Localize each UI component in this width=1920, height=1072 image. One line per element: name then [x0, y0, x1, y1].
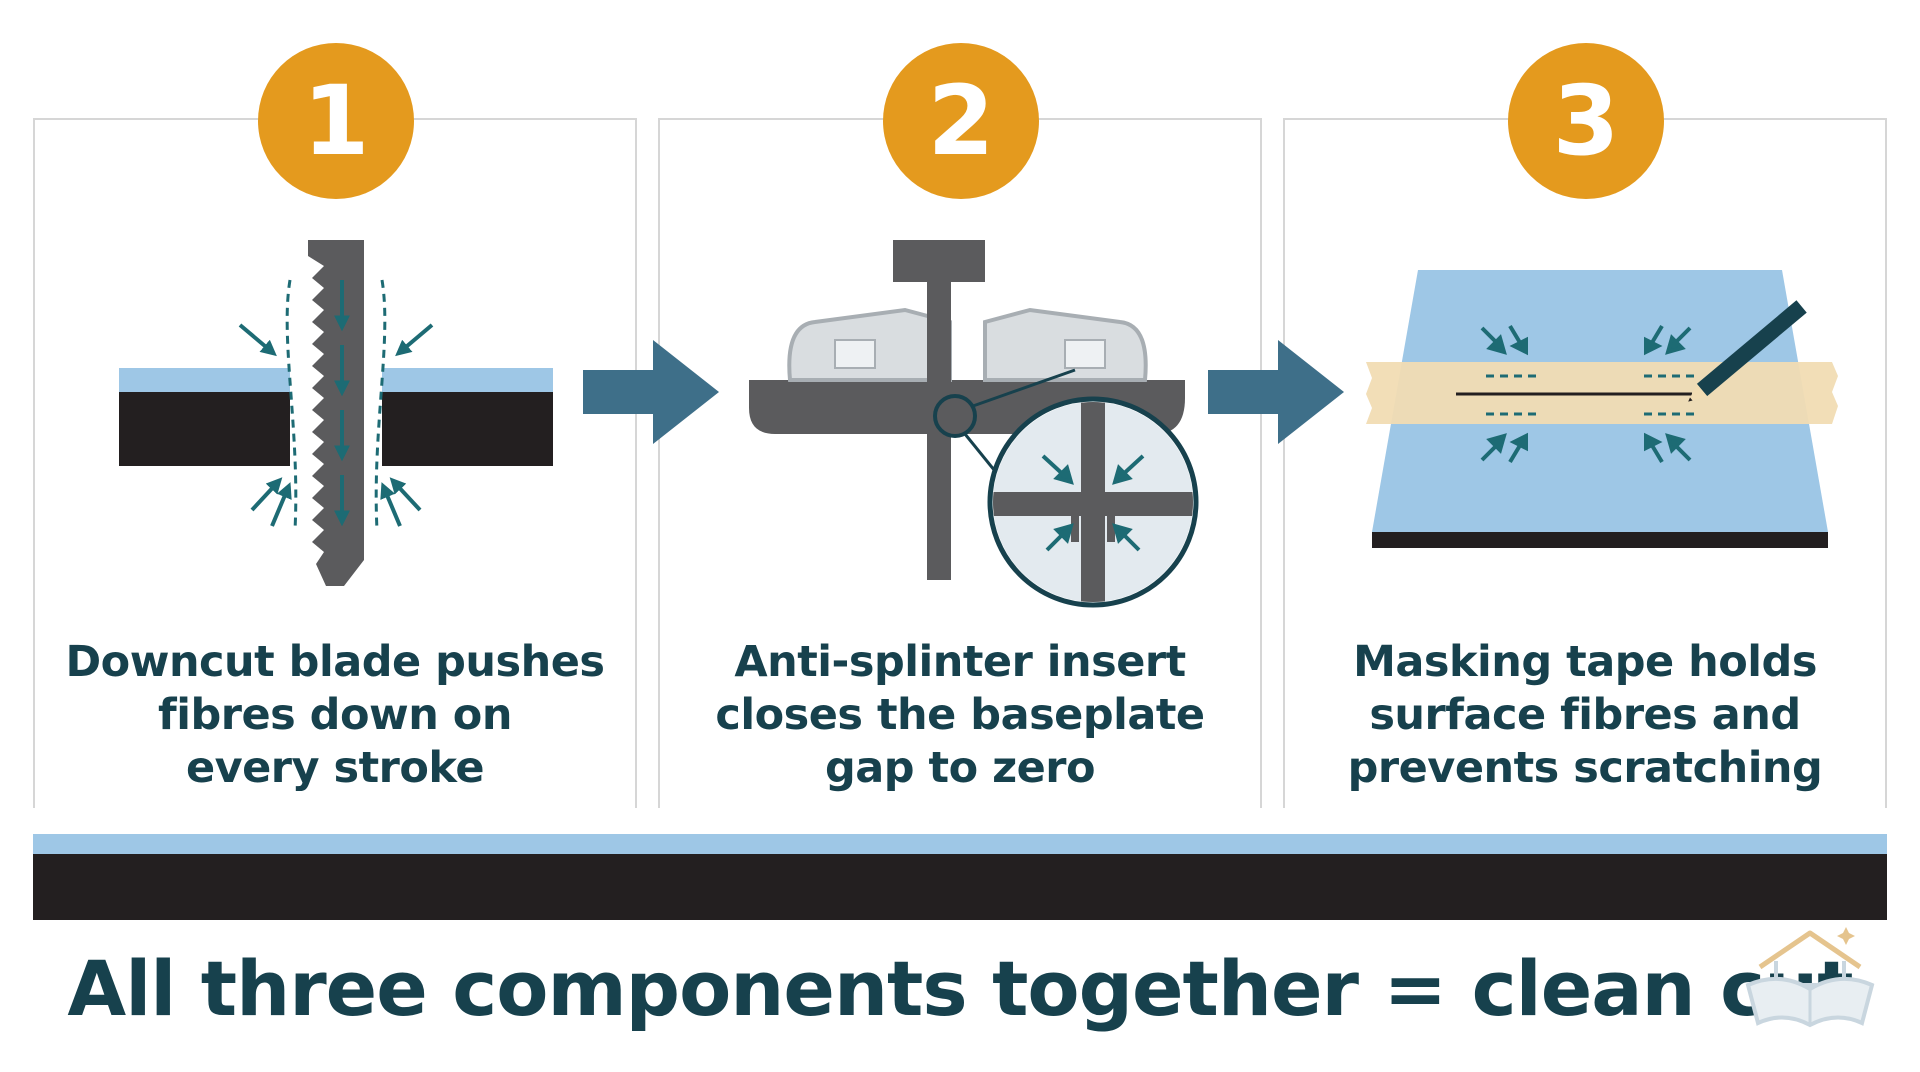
step-3-badge: 3: [1508, 43, 1664, 199]
caption-line: Anti-splinter insert: [734, 637, 1186, 687]
step-2-badge: 2: [883, 43, 1039, 199]
caption-line: Downcut blade pushes: [65, 637, 605, 687]
conclusion-text: All three components together = clean cu…: [67, 944, 1853, 1033]
caption-line: fibres down on: [158, 690, 512, 740]
caption-line: Masking tape holds: [1353, 637, 1817, 687]
downcut-blade-illustration: [119, 240, 553, 586]
house-book-logo-icon: [1745, 927, 1875, 1028]
material-core-layer: [33, 854, 1887, 920]
caption-line: gap to zero: [824, 743, 1096, 793]
step-arrow-icon: [583, 340, 719, 444]
caption-line: prevents scratching: [1347, 743, 1823, 793]
step-1-badge: 1: [258, 43, 414, 199]
material-surface-layer: [33, 834, 1887, 854]
step-3-caption: Masking tape holds surface fibres and pr…: [1283, 636, 1887, 795]
step-2-caption: Anti-splinter insert closes the baseplat…: [658, 636, 1262, 795]
step-arrow-icon: [1208, 340, 1344, 444]
anti-splinter-insert-illustration: [749, 240, 1199, 608]
step-1-caption: Downcut blade pushes fibres down on ever…: [33, 636, 637, 795]
material-cross-section: [33, 834, 1887, 920]
masking-tape-illustration: [1366, 270, 1838, 548]
caption-line: every stroke: [185, 743, 485, 793]
caption-line: closes the baseplate: [715, 690, 1205, 740]
caption-line: surface fibres and: [1369, 690, 1801, 740]
